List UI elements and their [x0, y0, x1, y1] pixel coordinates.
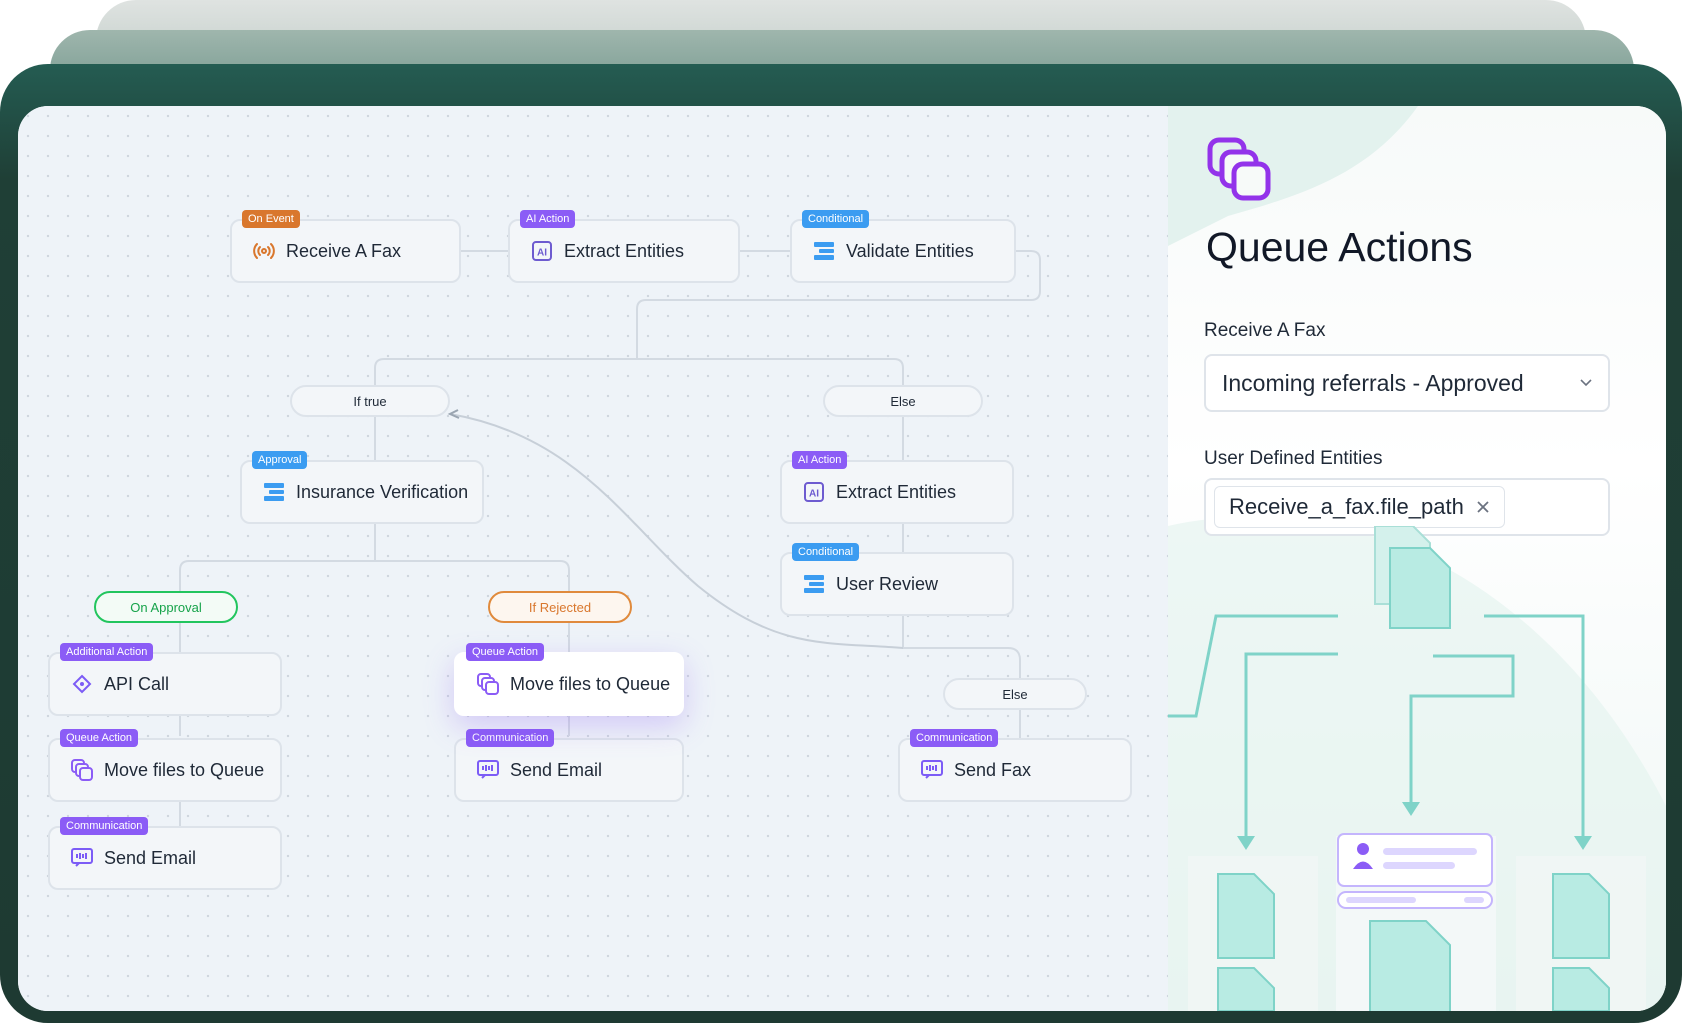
node-label: Send Email [510, 759, 603, 780]
close-icon[interactable] [1476, 500, 1490, 514]
node-label: Insurance Verification [296, 481, 469, 502]
node-tag: Communication [466, 729, 555, 747]
svg-text:AI: AI [537, 248, 547, 259]
entity-chip[interactable]: Receive_a_fax.file_path [1214, 486, 1505, 528]
connector-lines [179, 250, 1041, 826]
node-tag: AI Action [520, 210, 576, 228]
node-move-files-to-queue-selected[interactable]: Communication Send Email [454, 729, 684, 802]
branch-else[interactable]: Else [823, 385, 983, 417]
entity-chip-label: Receive_a_fax.file_path [1229, 494, 1464, 519]
node-label: Send Email [104, 847, 197, 868]
branch-label: Else [1002, 686, 1028, 702]
node-tag: Approval [252, 451, 308, 469]
node-label: Move files to Queue [510, 673, 671, 694]
api-icon [70, 672, 94, 696]
ai-icon: AI [802, 480, 826, 504]
queue-icon [1206, 136, 1276, 211]
node-tag: Additional Action [60, 643, 154, 661]
message-icon [920, 758, 944, 782]
node-user-review[interactable]: Conditional User Review [780, 543, 1014, 616]
branch-on-approval[interactable]: On Approval [94, 591, 238, 623]
node-tag: Conditional [792, 543, 860, 561]
node-label: Validate Entities [846, 240, 974, 261]
app-screen: On Event Receive A Fax AI Action AI Extr… [18, 106, 1666, 1011]
branch-if-true[interactable]: If true [290, 385, 450, 417]
user-defined-entities-label: User Defined Entities [1204, 448, 1383, 469]
message-icon [70, 846, 94, 870]
node-send-fax[interactable]: Communication Send Fax [898, 729, 1132, 802]
node-extract-entities[interactable]: AI Action AI Extract Entities [508, 210, 740, 283]
conditional-icon [262, 480, 286, 504]
node-label: Extract Entities [836, 481, 957, 502]
node-label: User Review [836, 573, 939, 594]
broadcast-icon [252, 239, 276, 263]
node-send-email[interactable]: Communication Send Email [48, 817, 282, 890]
entities-input[interactable]: Receive_a_fax.file_path [1204, 478, 1610, 536]
queue-icon [476, 672, 500, 696]
document-routing-illustration [1168, 526, 1646, 1011]
conditional-icon [802, 572, 826, 596]
node-tag: On Event [242, 210, 300, 228]
conditional-icon [812, 239, 836, 263]
node-move-files-to-queue[interactable]: Queue Action Move files to Queue [48, 729, 282, 802]
branch-label: Else [890, 393, 916, 409]
branch-label: If true [353, 393, 387, 409]
workflow-canvas[interactable]: On Event Receive A Fax AI Action AI Extr… [18, 106, 1168, 1011]
node-tag: AI Action [792, 451, 848, 469]
node-tag: Queue Action [60, 729, 139, 747]
ai-icon: AI [530, 239, 554, 263]
node-tag: Communication [60, 817, 149, 835]
node-label: API Call [104, 673, 170, 694]
node-label: Move files to Queue [104, 759, 265, 780]
node-tag: Queue Action [466, 643, 545, 661]
branch-label: On Approval [130, 599, 202, 615]
node-extract-entities-else[interactable]: AI Action AI Extract Entities [780, 451, 1014, 524]
svg-text:AI: AI [809, 489, 819, 500]
queue-select[interactable]: Incoming referrals - Approved [1204, 354, 1610, 412]
node-insurance-verification[interactable]: Approval Insurance Verification [240, 451, 484, 524]
node-queue-action-selected[interactable]: Queue Action Move files to Queue [454, 643, 684, 716]
queue-actions-panel: Queue Actions Receive A Fax Incoming ref… [1168, 106, 1666, 1011]
branch-label: If Rejected [528, 599, 592, 615]
node-label: Send Fax [954, 759, 1032, 780]
node-label: Receive A Fax [286, 240, 402, 261]
node-tag: Communication [910, 729, 999, 747]
node-api-call[interactable]: Additional Action API Call [48, 643, 282, 716]
receive-fax-label: Receive A Fax [1204, 320, 1326, 341]
node-label: Extract Entities [564, 240, 685, 261]
queue-select-value: Incoming referrals - Approved [1222, 369, 1524, 396]
branch-else-review[interactable]: Else [943, 678, 1087, 710]
node-receive-fax[interactable]: On Event Receive A Fax [230, 210, 461, 283]
chevron-down-icon [1578, 374, 1594, 395]
node-tag: Conditional [802, 210, 870, 228]
message-icon [476, 758, 500, 782]
node-validate-entities[interactable]: Conditional Validate Entities [790, 210, 1016, 283]
queue-icon [70, 758, 94, 782]
panel-title: Queue Actions [1206, 224, 1473, 270]
branch-if-rejected[interactable]: If Rejected [488, 591, 632, 623]
